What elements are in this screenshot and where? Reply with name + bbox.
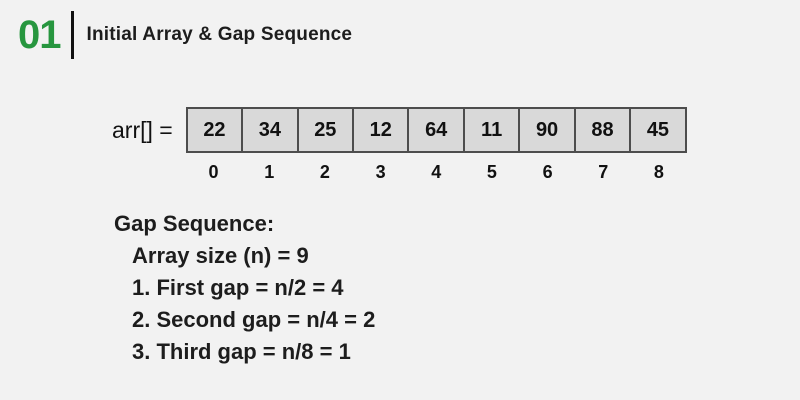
array-cell: 88: [575, 107, 632, 153]
array-cell: 12: [354, 107, 410, 153]
array-index: 8: [653, 162, 664, 182]
array-index: 7: [598, 162, 609, 182]
header-divider: [70, 11, 74, 59]
array-index: 1: [264, 162, 275, 182]
array-index: 0: [208, 162, 219, 182]
array-cell: 25: [298, 107, 355, 153]
array-index: 3: [375, 162, 386, 182]
array-index: 4: [431, 162, 442, 182]
gap-sequence-line-first-gap: 1. First gap = n/2 = 4: [132, 275, 344, 300]
array-index: 2: [319, 162, 330, 182]
gap-sequence-line-second-gap: 2. Second gap = n/4 = 2: [132, 307, 376, 332]
page-title: Initial Array & Gap Sequence: [86, 24, 353, 45]
gap-sequence-heading: Gap Sequence:: [114, 211, 275, 236]
gap-sequence-section: Gap Sequence: Array size (n) = 9 1. Firs…: [114, 208, 375, 368]
array-index: 6: [542, 162, 553, 182]
array-label: arr[] =: [112, 117, 173, 143]
array-cell: 64: [409, 107, 465, 153]
array-cell: 90: [520, 107, 576, 153]
array-cell: 45: [631, 107, 687, 153]
array-cell: 22: [185, 107, 244, 153]
gap-sequence-line-array-size: Array size (n) = 9: [132, 243, 309, 268]
array-indices: 0 1 2 3 4 5 6 7 8: [186, 162, 687, 183]
gap-sequence-line-third-gap: 3. Third gap = n/8 = 1: [132, 339, 351, 364]
header: 01 Initial Array & Gap Sequence: [18, 11, 352, 59]
step-number: 01: [18, 13, 61, 57]
array-cell: 11: [464, 107, 521, 153]
array-cell: 34: [243, 107, 299, 153]
array-index: 5: [486, 162, 497, 182]
